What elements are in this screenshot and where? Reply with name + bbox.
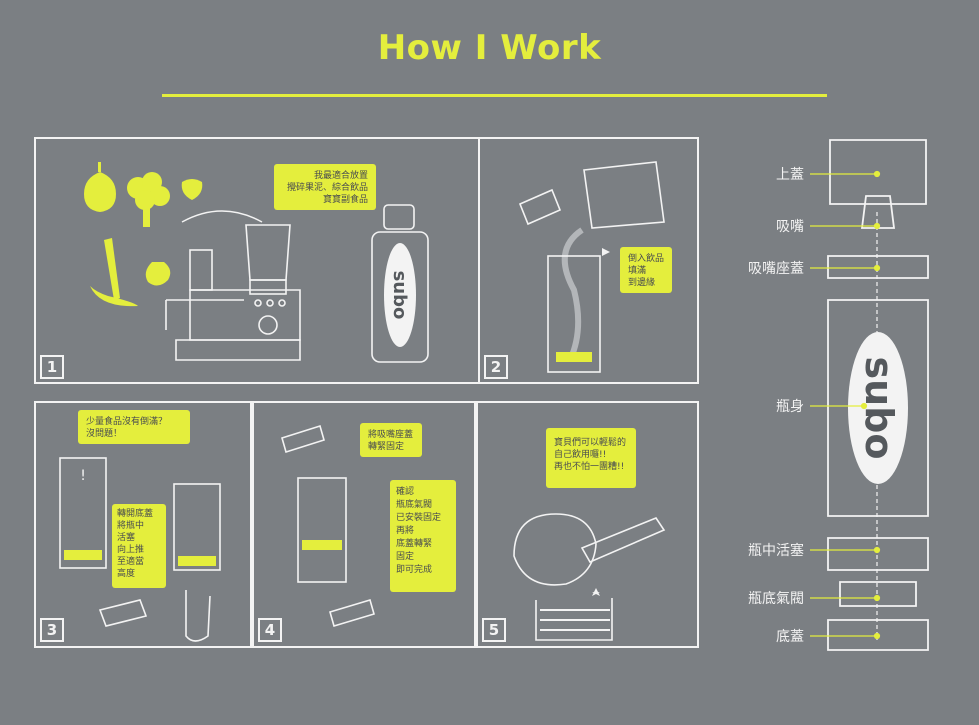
step-number-5: 5 [482,618,506,642]
part-label-bottom-lid: 底蓋 [776,629,804,645]
part-label-bottle-body: 瓶身 [776,399,804,415]
spout-shape [860,195,896,229]
step-number-3: 3 [40,618,64,642]
top-lid-shape [829,139,927,205]
spout-base-shape [827,255,929,279]
part-label-spout: 吸嘴 [776,219,804,235]
step-2-panel [478,137,699,384]
step-3-bubble-side: 轉開底蓋 將瓶中 活塞 向上推 至適當 高度 [112,504,166,588]
step-1-panel [34,137,480,384]
page-title: How I Work [377,28,602,68]
step-3-bubble-top: 少量食品沒有倒滿？ 沒問題！ [78,410,190,444]
step-4-panel [252,401,476,648]
step-4-bubble-top: 將吸嘴座蓋 轉緊固定 [360,423,422,457]
part-label-top-lid: 上蓋 [776,167,804,183]
step-number-1: 1 [40,355,64,379]
step-3-panel [34,401,252,648]
step-2-bubble: 倒入飲品 填滿 到邊緣 [620,247,672,293]
step-1-bubble: 我最適合放置 攪碎果泥、綜合飲品 寶寶副食品 [274,164,376,210]
bottom-lid-shape [827,619,929,651]
step-number-2: 2 [484,355,508,379]
piston-shape [827,537,929,571]
subo-logo: subo [857,357,901,460]
step-5-bubble: 寶貝們可以輕鬆的 自己飲用囉!! 再也不怕一團糟!! [546,428,636,488]
valve-shape [839,581,917,607]
step-4-bubble-side: 確認 瓶底氣閥 已安裝固定 再將 底蓋轉緊 固定 即可完成 [390,480,456,592]
step-number-4: 4 [258,618,282,642]
bottle-body-shape [827,299,929,517]
part-label-valve: 瓶底氣閥 [748,591,804,607]
step-5-panel [476,401,699,648]
part-label-piston: 瓶中活塞 [748,543,804,559]
part-label-spout-base: 吸嘴座蓋 [748,261,804,277]
title-underline [162,94,827,97]
